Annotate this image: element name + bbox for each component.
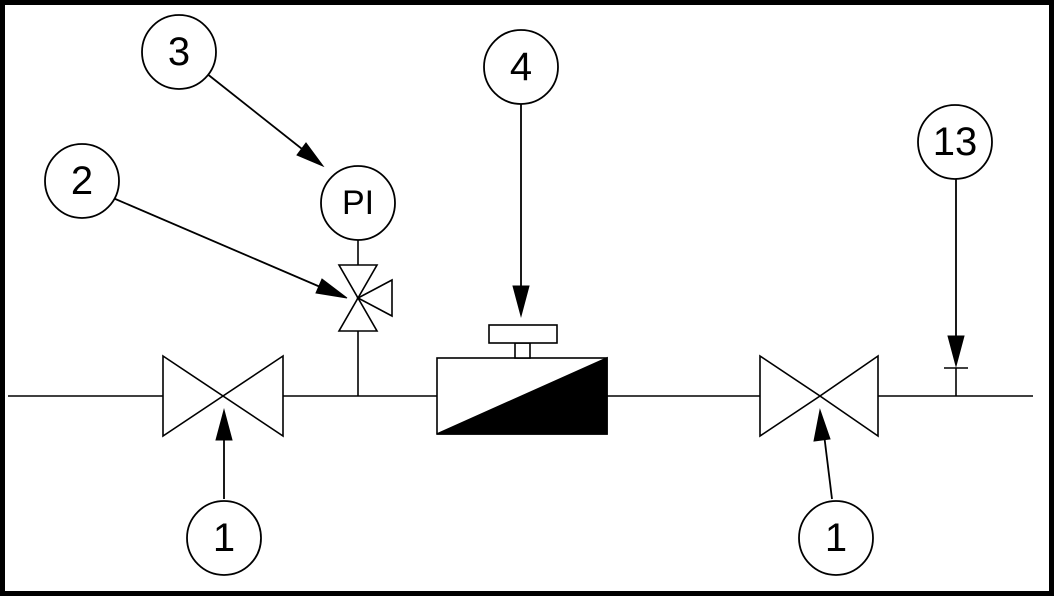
callout-4: 4 [483, 29, 559, 105]
callout-1-right-label: 1 [825, 516, 847, 560]
leader-arrowheads [215, 142, 965, 442]
callout-1-left-label: 1 [213, 516, 235, 560]
callout-1-right: 1 [798, 500, 874, 576]
callout-2-label: 2 [71, 159, 93, 203]
callout-13-label: 13 [933, 120, 978, 164]
callout-3: 3 [141, 14, 217, 90]
gate-valve-right [759, 354, 879, 438]
three-way-valve [337, 264, 393, 332]
pipe-fitting [944, 367, 968, 396]
callout-3-label: 3 [168, 30, 190, 74]
pressure-indicator: PI [320, 165, 396, 241]
callout-1-left: 1 [186, 500, 262, 576]
gate-valve-left [162, 354, 284, 438]
callout-4-label: 4 [510, 45, 532, 89]
central-equipment [436, 324, 608, 435]
callout-13: 13 [917, 104, 993, 180]
pressure-indicator-label: PI [342, 184, 374, 222]
callout-2: 2 [44, 143, 120, 219]
